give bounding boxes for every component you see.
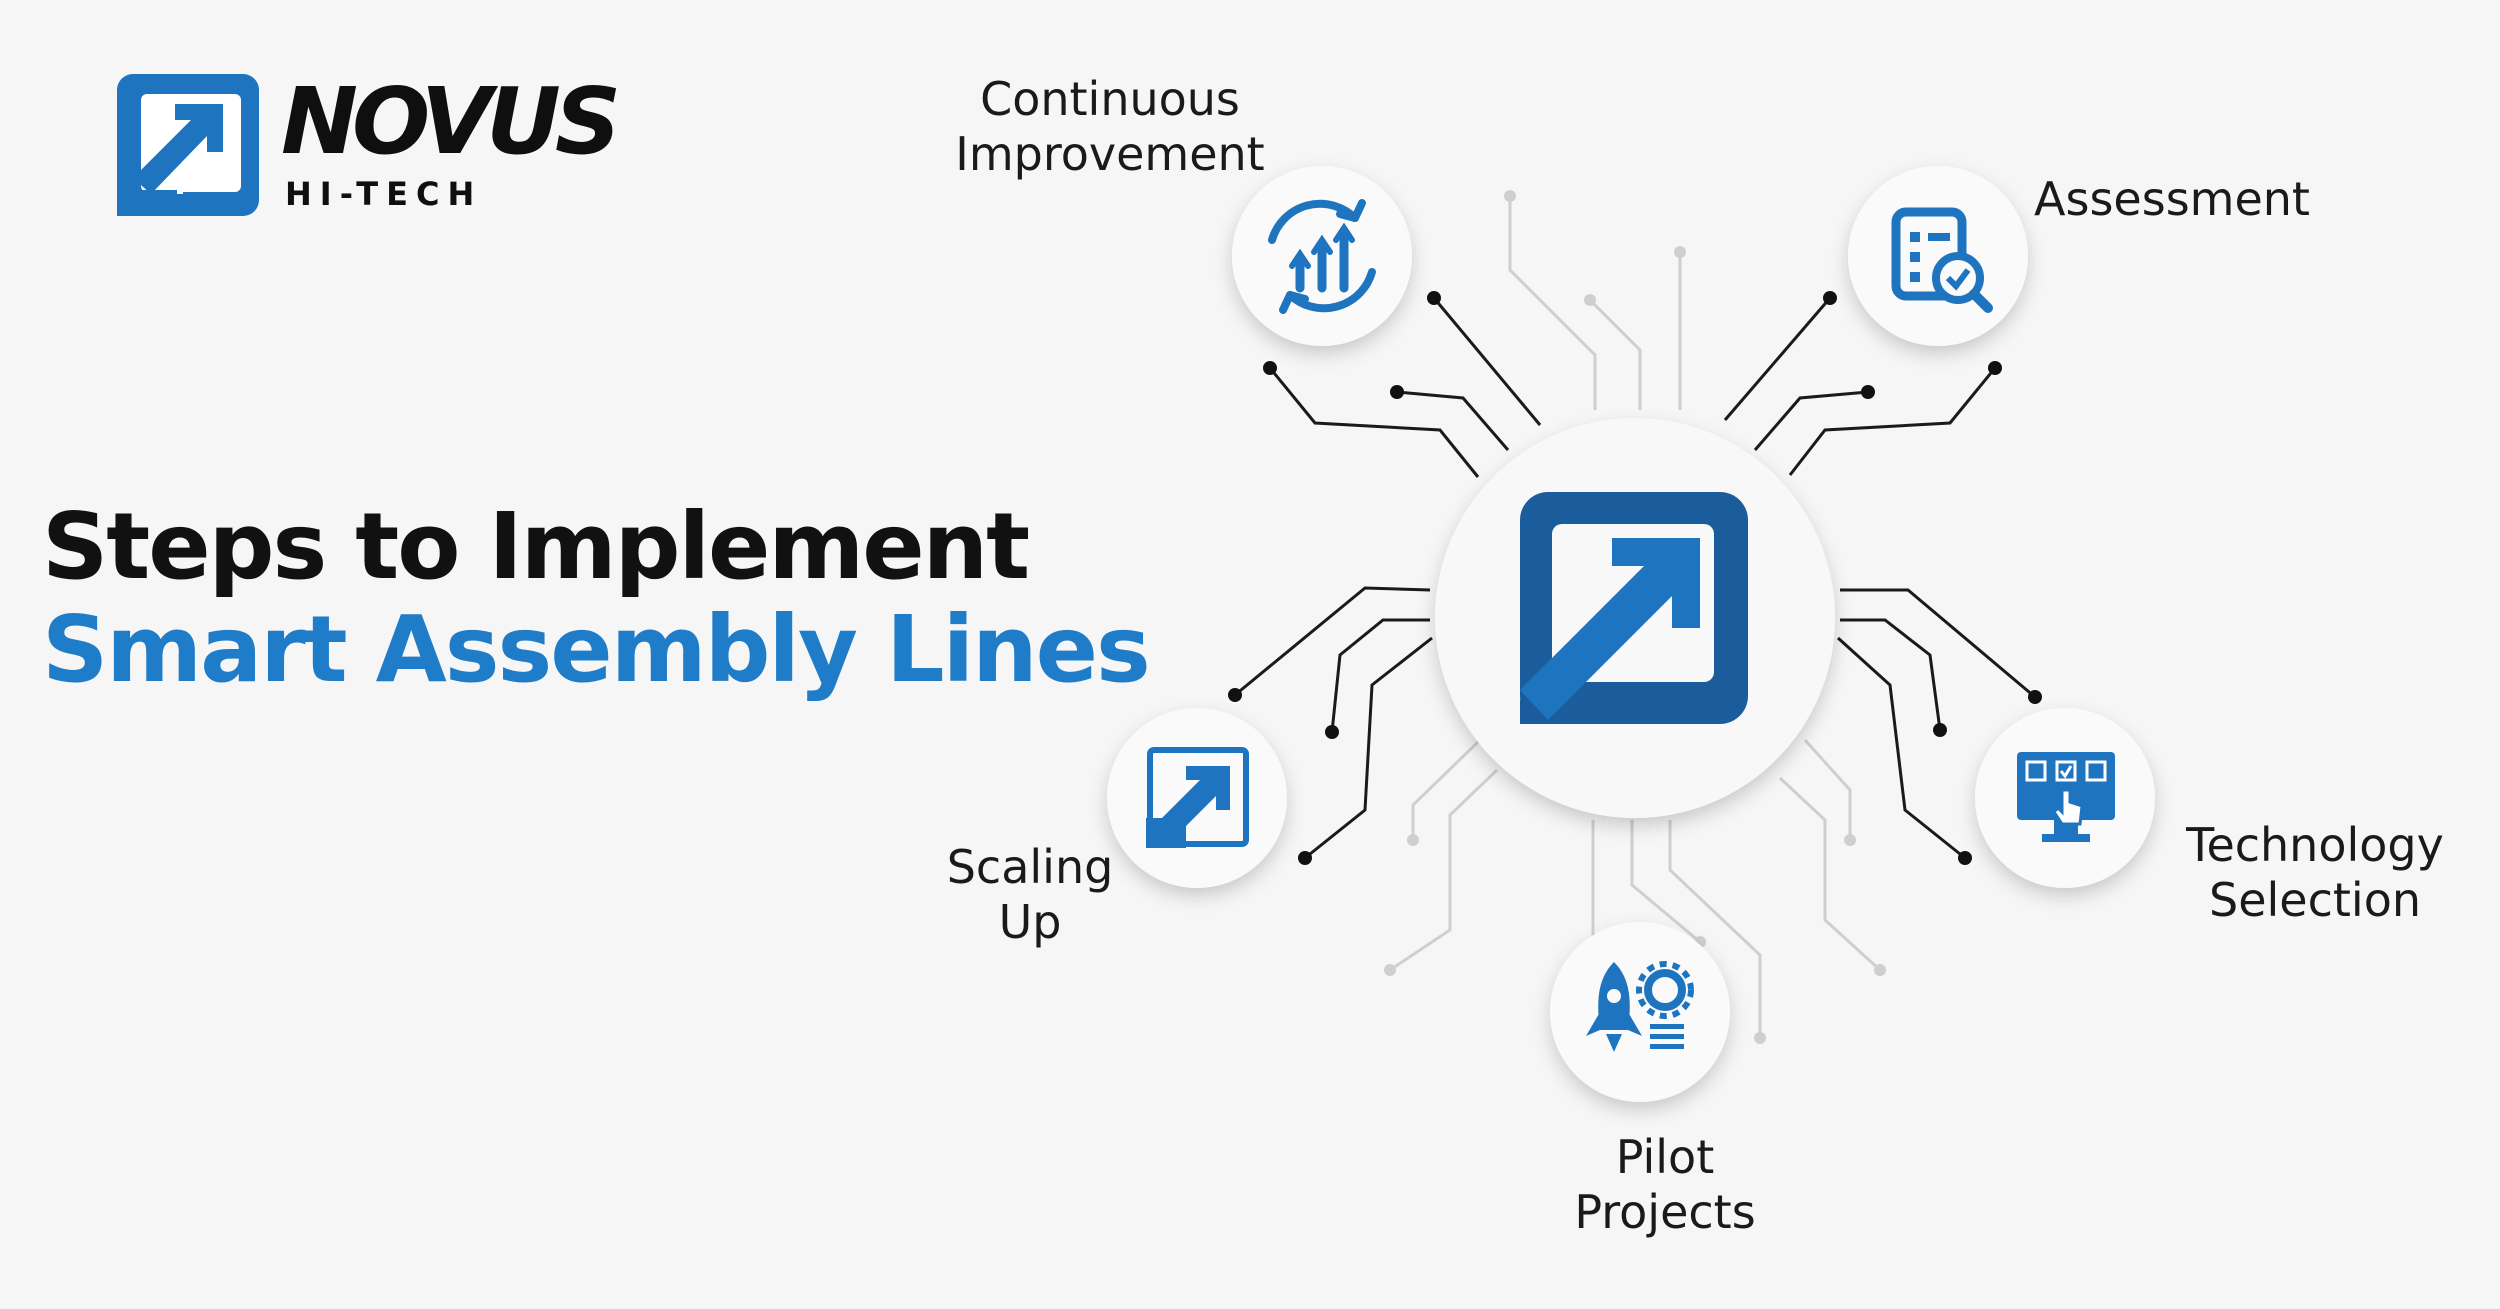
page-title: Steps to Implement Smart Assembly Lines — [42, 493, 1151, 704]
step-pilot-projects-node — [1550, 922, 1730, 1102]
label-pilot-projects: Pilot Projects — [1574, 1130, 1756, 1240]
grey-circuit-traces — [1389, 196, 1882, 1038]
label-technology-selection: Technology Selection — [2186, 818, 2444, 928]
center-hub — [1435, 418, 1835, 818]
pilot-projects-icon — [1586, 961, 1694, 1052]
assessment-icon — [1891, 207, 1993, 313]
step-scaling-up-node — [1107, 708, 1287, 888]
step-continuous-improvement-node — [1232, 166, 1412, 346]
brand-logo: NOVUS HI-TECH — [113, 70, 621, 220]
brand-tagline: HI-TECH — [285, 175, 483, 213]
label-scaling-up: Scaling Up — [946, 840, 1114, 950]
title-line-2: Smart Assembly Lines — [42, 596, 1151, 704]
hub-logo-icon — [1520, 492, 1748, 724]
black-circuit-traces — [1234, 297, 2036, 860]
label-continuous-improvement: Continuous Improvement — [955, 72, 1265, 182]
grey-trace-endpoints — [1384, 190, 1886, 1044]
step-assessment-node — [1848, 166, 2028, 346]
technology-selection-icon — [2017, 752, 2115, 842]
brand-name: NOVUS — [281, 68, 621, 175]
title-line-1: Steps to Implement — [42, 493, 1030, 600]
step-technology-selection-node — [1975, 708, 2155, 888]
scaling-up-icon — [1146, 747, 1249, 848]
label-assessment: Assessment — [2034, 172, 2310, 226]
novus-logo-mark-icon — [117, 74, 259, 216]
black-trace-endpoints — [1228, 291, 2042, 865]
continuous-improvement-icon — [1268, 199, 1376, 314]
